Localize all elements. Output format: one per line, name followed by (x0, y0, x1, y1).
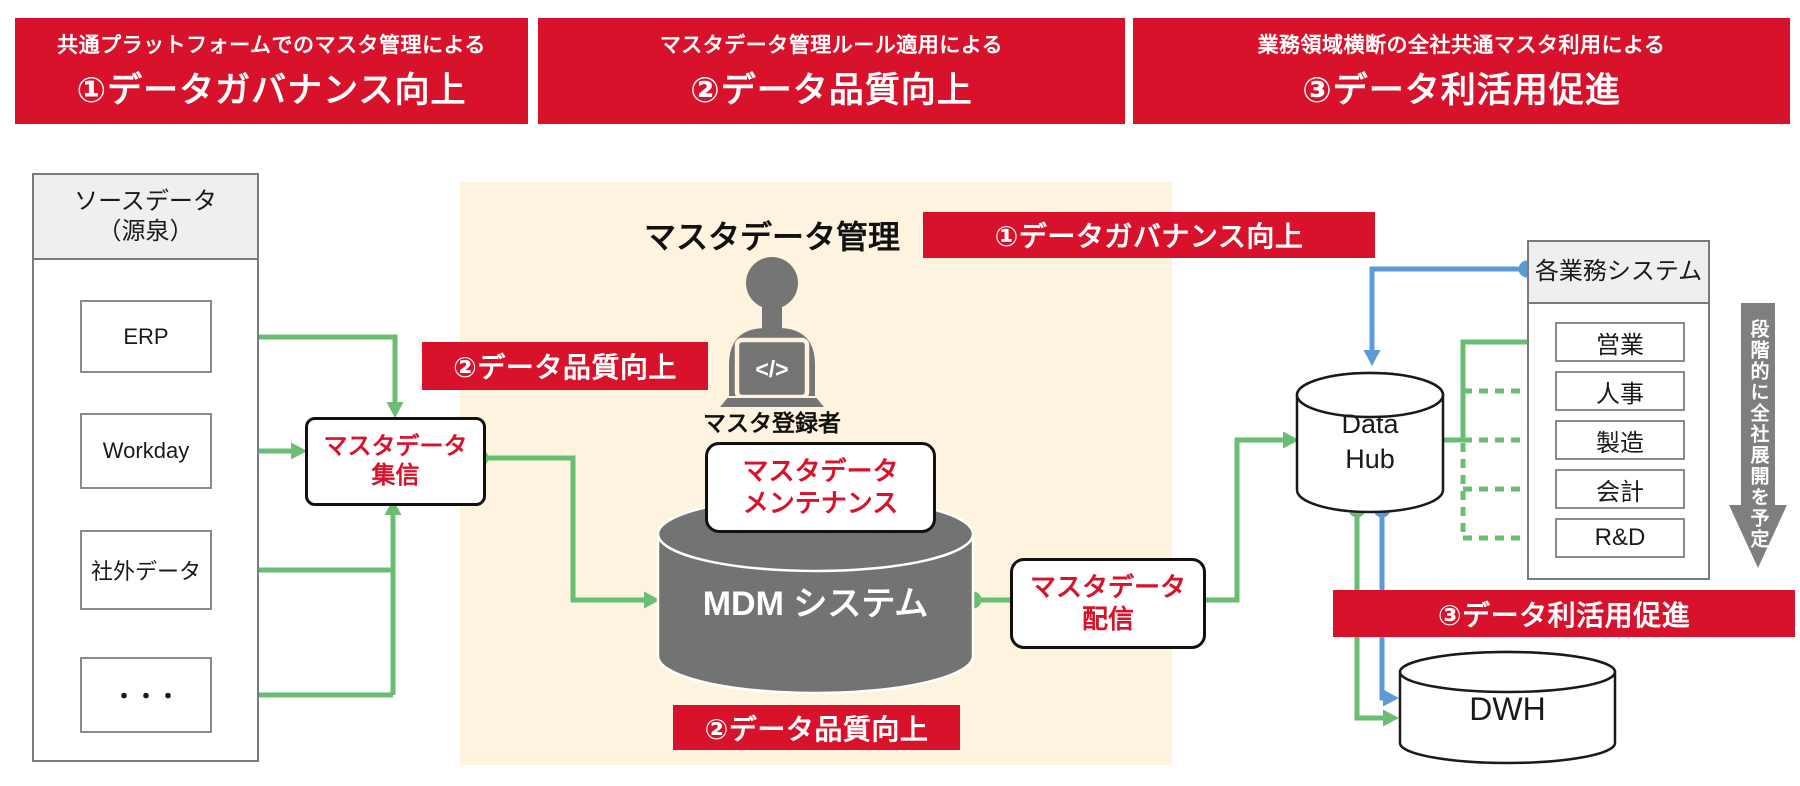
banner-utilization-subtitle: 業務領域横断の全社共通マスタ利用による (1257, 34, 1666, 57)
banner-utilization: 業務領域横断の全社共通マスタ利用による ③データ利活用促進 (1133, 18, 1790, 124)
business-systems-title: 各業務システム (1534, 258, 1703, 285)
banner-utilization-title: ③データ利活用促進 (1302, 71, 1621, 110)
banner-governance-subtitle: 共通プラットフォームでのマスタ管理による (57, 34, 486, 57)
data-hub-label-line1: Data (1341, 408, 1399, 439)
business-item-accounting-label: 会計 (1596, 478, 1644, 506)
business-item-hr-label: 人事 (1596, 380, 1644, 408)
person-icon: </> (715, 257, 829, 409)
source-item-external-data: 社外データ (80, 530, 212, 610)
blue-arrowheads (1363, 350, 1399, 707)
business-systems-panel-header: 各業務システム (1529, 242, 1708, 304)
label-quality-upper: ②データ品質向上 (422, 342, 708, 390)
data-hub-cylinder (1295, 371, 1445, 514)
master-data-collect-box: マスタデータ 集信 (305, 417, 486, 506)
data-hub-label: Data Hub (1297, 404, 1443, 480)
label-governance: ①データガバナンス向上 (923, 212, 1375, 258)
distribute-box-line2: 配信 (1081, 603, 1134, 634)
mdm-area-title: マスタデータ管理 (643, 219, 900, 255)
banner-quality-subtitle: マスタデータ管理ルール適用による (659, 34, 1004, 57)
rollout-note: 段階的に全社展開を予定 (1747, 318, 1769, 550)
business-item-rnd: R&D (1555, 518, 1685, 558)
data-hub-label-line2: Hub (1345, 444, 1395, 474)
label-quality-lower: ②データ品質向上 (673, 705, 960, 750)
banner-quality-title: ②データ品質向上 (690, 71, 973, 110)
business-item-accounting: 会計 (1555, 469, 1685, 509)
source-item-workday: Workday (80, 413, 212, 489)
dwh-cylinder (1398, 650, 1617, 765)
dwh-label: DWH (1469, 690, 1546, 727)
master-data-distribute-box: マスタデータ 配信 (1010, 558, 1206, 649)
collect-box-line1: マスタデータ (323, 432, 468, 460)
collect-box-line2: 集信 (371, 461, 420, 489)
business-item-manufacturing-label: 製造 (1596, 429, 1644, 457)
source-data-title-line2: （源泉） (97, 217, 194, 245)
maintenance-box-line1: マスタデータ (742, 456, 899, 487)
source-data-title-line1: ソースデータ (74, 187, 217, 215)
maintenance-box-line2: メンテナンス (742, 487, 899, 518)
business-item-rnd-label: R&D (1594, 524, 1646, 551)
rollout-arrow (1729, 303, 1787, 568)
source-item-workday-label: Workday (102, 438, 190, 463)
banner-governance-title: ①データガバナンス向上 (76, 71, 467, 110)
mdm-system-label: MDM システム (702, 584, 929, 623)
master-data-maintenance-box: マスタデータ メンテナンス (705, 442, 936, 533)
business-item-sales-label: 営業 (1596, 331, 1644, 359)
business-item-manufacturing: 製造 (1555, 420, 1685, 460)
source-item-others: ・・・ (80, 657, 212, 733)
source-data-panel-header: ソースデータ （源泉） (34, 175, 257, 260)
code-icon: </> (755, 356, 788, 382)
operator-label: マスタ登録者 (703, 410, 841, 436)
source-item-erp-label: ERP (123, 323, 169, 349)
business-item-hr: 人事 (1555, 371, 1685, 411)
banner-quality: マスタデータ管理ルール適用による ②データ品質向上 (538, 18, 1125, 124)
business-item-sales: 営業 (1555, 322, 1685, 362)
banner-governance: 共通プラットフォームでのマスタ管理による ①データガバナンス向上 (15, 18, 528, 124)
distribute-box-line1: マスタデータ (1029, 572, 1186, 603)
source-item-erp: ERP (80, 300, 212, 373)
source-item-others-label: ・・・ (112, 684, 179, 709)
source-item-external-data-label: 社外データ (90, 559, 201, 584)
label-utilization: ③データ利活用促進 (1333, 590, 1795, 637)
